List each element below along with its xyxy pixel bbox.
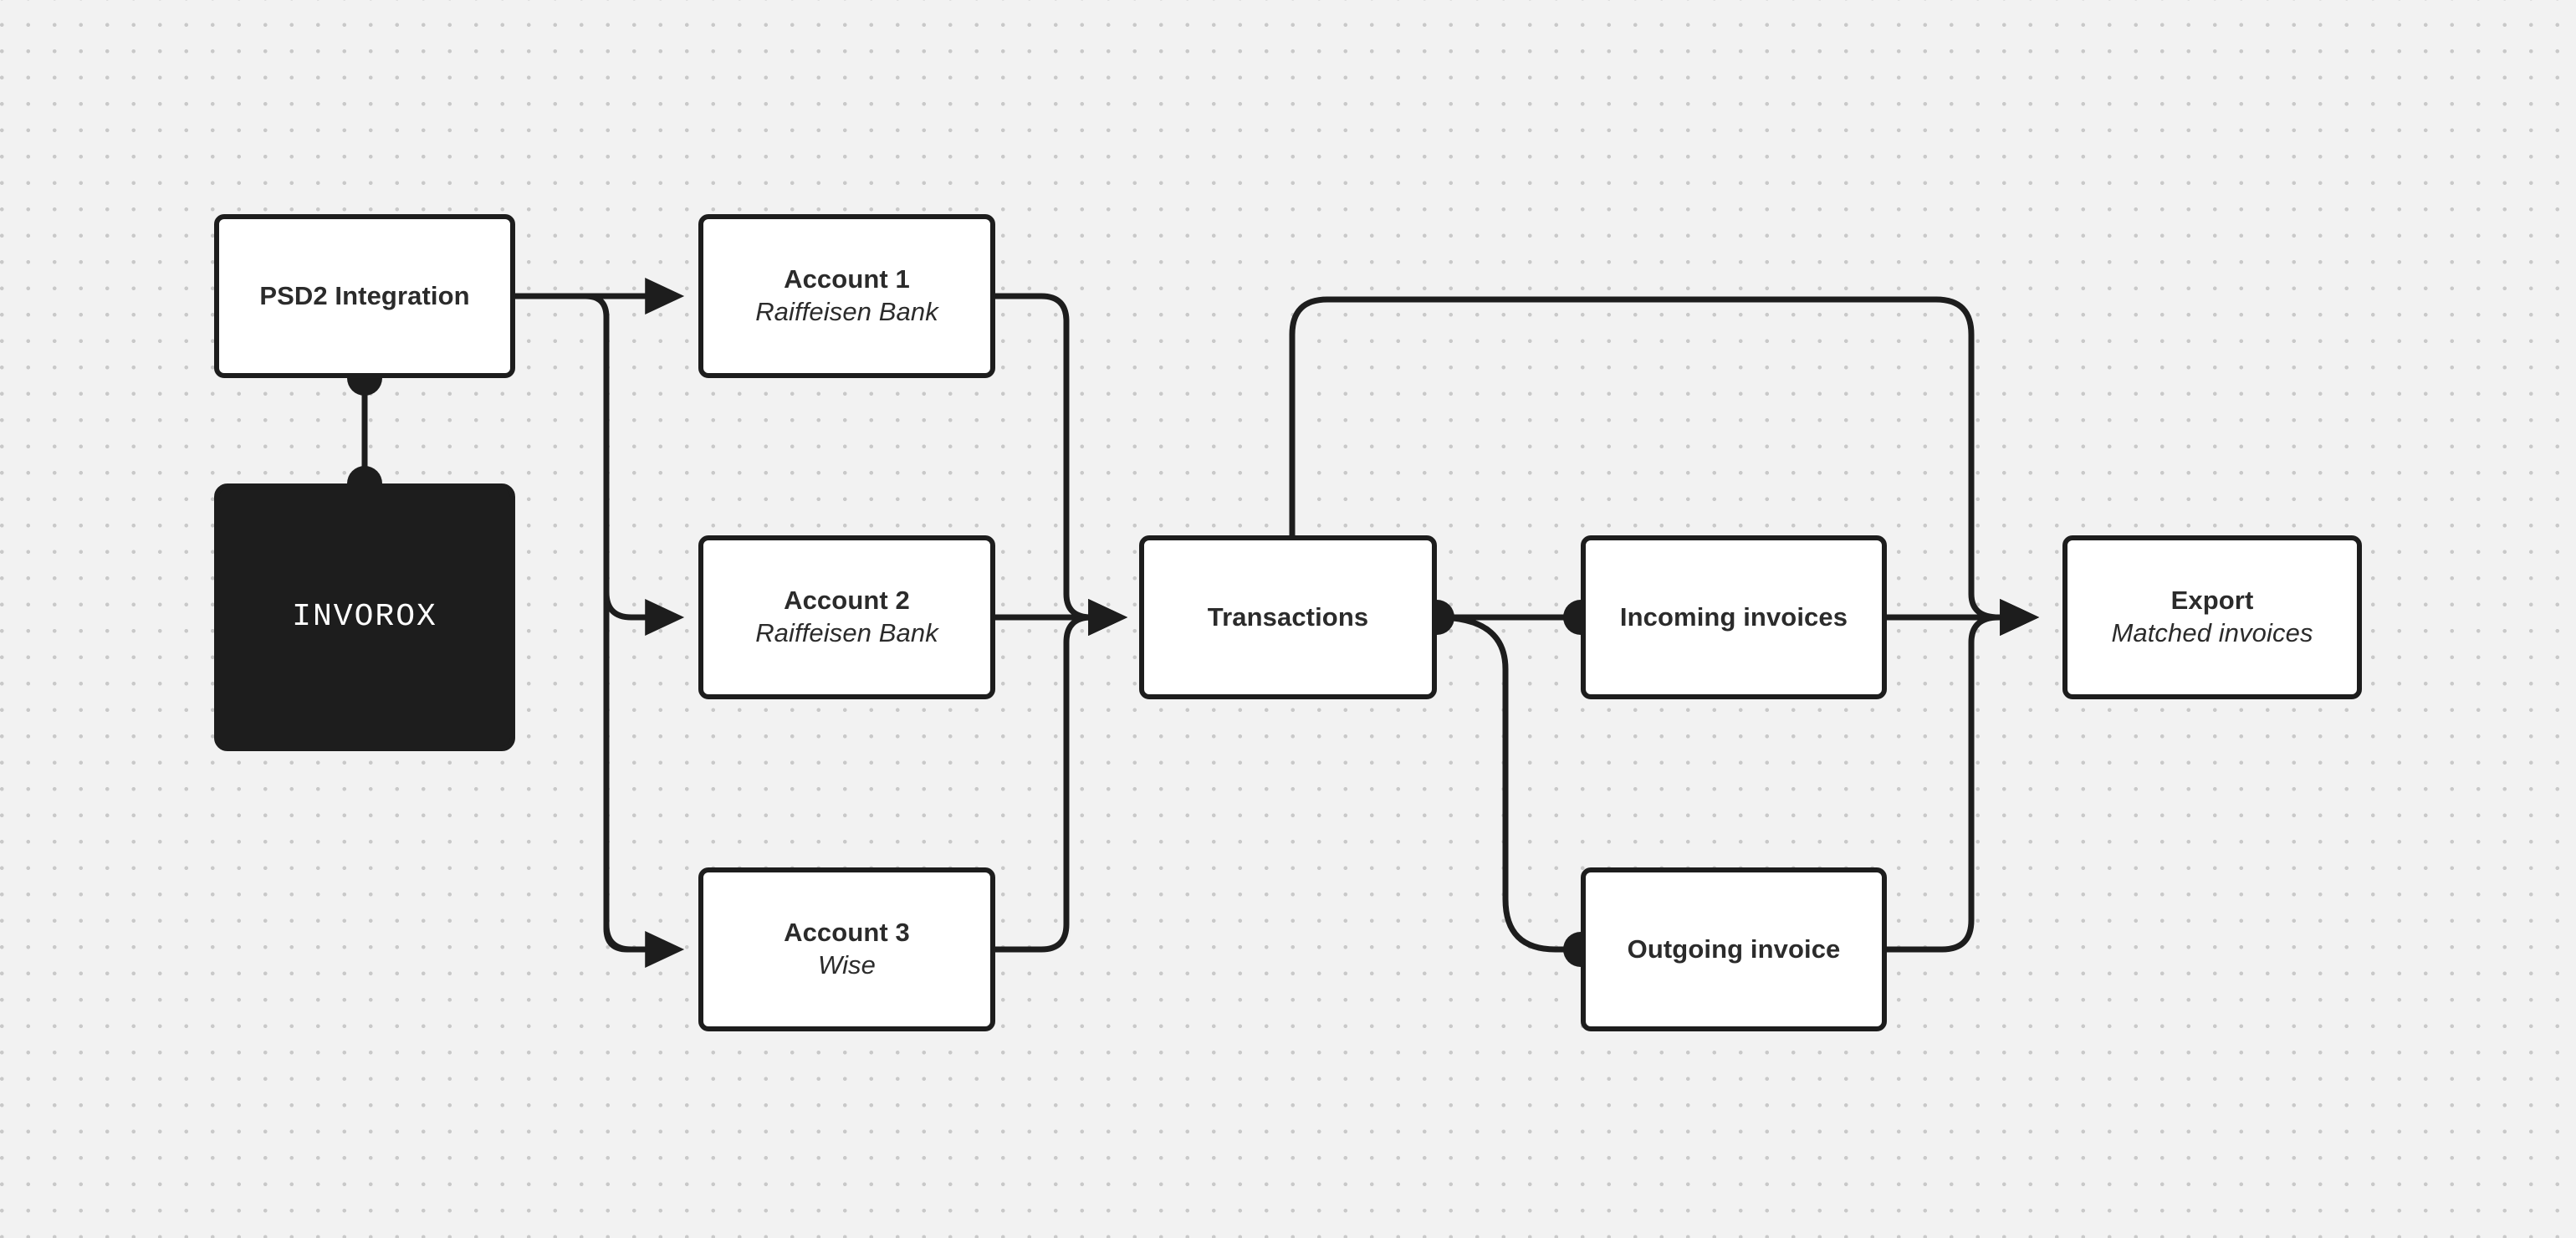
edge-psd2-account3 bbox=[603, 923, 685, 969]
node-account-3-title: Account 3 bbox=[784, 918, 910, 948]
node-transactions[interactable]: Transactions bbox=[1139, 535, 1437, 699]
edge-account3-transactions bbox=[995, 598, 1128, 953]
edge-psd2-trunk bbox=[515, 293, 661, 953]
edge-account1-transactions bbox=[995, 293, 1128, 637]
node-account-1-title: Account 1 bbox=[784, 264, 910, 294]
node-outgoing-invoice[interactable]: Outgoing invoice bbox=[1581, 867, 1887, 1031]
node-invorox[interactable]: INVOROX bbox=[214, 483, 515, 751]
node-outgoing-invoice-title: Outgoing invoice bbox=[1627, 934, 1841, 964]
node-account-3[interactable]: Account 3 Wise bbox=[698, 867, 995, 1031]
node-account-2[interactable]: Account 2 Raiffeisen Bank bbox=[698, 535, 995, 699]
node-incoming-invoices-title: Incoming invoices bbox=[1619, 601, 1848, 632]
node-psd2-integration-title: PSD2 Integration bbox=[259, 280, 470, 310]
edge-outgoing-export bbox=[1886, 598, 2040, 953]
node-export[interactable]: Export Matched invoices bbox=[2062, 535, 2362, 699]
edge-psd2-account2 bbox=[603, 591, 685, 637]
node-account-2-title: Account 2 bbox=[784, 586, 910, 616]
node-incoming-invoices[interactable]: Incoming invoices bbox=[1581, 535, 1887, 699]
node-invorox-title: INVOROX bbox=[292, 599, 437, 636]
node-account-1-subtitle: Raiffeisen Bank bbox=[755, 297, 938, 326]
node-transactions-title: Transactions bbox=[1207, 601, 1369, 632]
node-account-1[interactable]: Account 1 Raiffeisen Bank bbox=[698, 214, 995, 378]
node-psd2-integration[interactable]: PSD2 Integration bbox=[214, 214, 515, 378]
node-account-3-subtitle: Wise bbox=[817, 950, 876, 980]
node-export-title: Export bbox=[2170, 586, 2254, 616]
edge-transactions-outgoing bbox=[1436, 614, 1581, 953]
node-account-2-subtitle: Raiffeisen Bank bbox=[755, 618, 938, 647]
node-export-subtitle: Matched invoices bbox=[2111, 618, 2313, 647]
